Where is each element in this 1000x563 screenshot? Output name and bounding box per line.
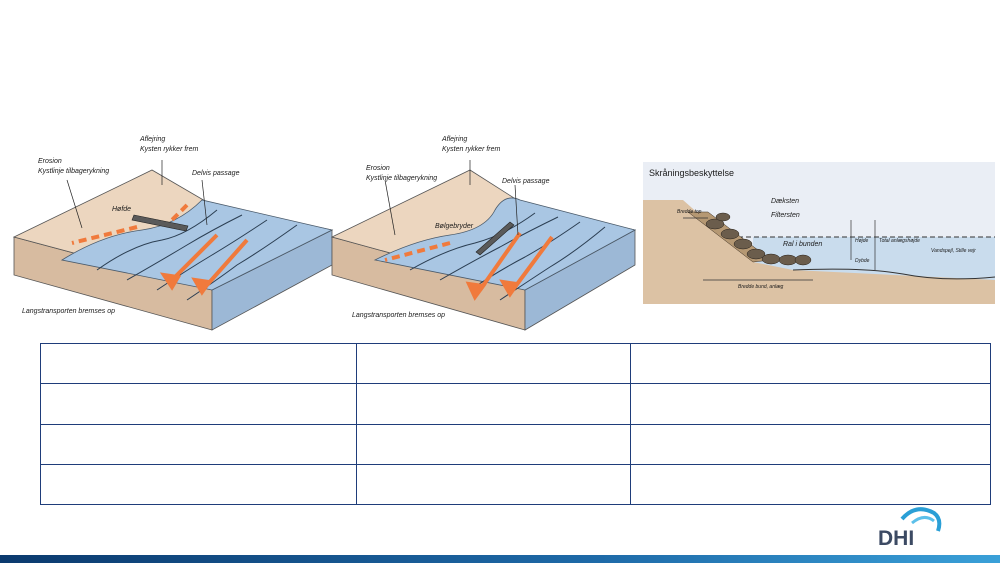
stone bbox=[761, 253, 781, 265]
wave-icon bbox=[900, 507, 942, 532]
table-row bbox=[40, 463, 991, 506]
arrow-dashed bbox=[170, 203, 189, 222]
arrow-head bbox=[499, 279, 521, 298]
wave-line bbox=[96, 209, 218, 271]
diagram-title: Skråningsbeskyttelse bbox=[649, 168, 734, 178]
arrow-solid bbox=[513, 235, 554, 289]
wave-line bbox=[126, 214, 243, 281]
footer-bar bbox=[0, 555, 1000, 563]
accretion-sub-label: Kysten rykker frem bbox=[442, 146, 501, 153]
erosion-label: Erosion bbox=[38, 158, 62, 165]
arrow-head bbox=[191, 277, 213, 296]
depth-label: Dybde bbox=[855, 258, 870, 264]
breakwater-diagram-svg: Aflejring Kysten rykker frem Erosion Kys… bbox=[330, 136, 637, 331]
table-cell[interactable] bbox=[356, 342, 631, 385]
transport-arrows bbox=[71, 203, 249, 296]
table-cell[interactable] bbox=[630, 383, 991, 425]
table-cell[interactable] bbox=[40, 383, 357, 425]
stone bbox=[715, 212, 731, 222]
wave-line bbox=[499, 226, 606, 301]
groyne-diagram: Aflejring Kysten rykker frem Erosion Kys… bbox=[12, 125, 337, 335]
accretion-label: Aflejring bbox=[441, 136, 467, 143]
arrow-dashed bbox=[384, 241, 451, 262]
table-cell[interactable] bbox=[40, 463, 357, 506]
wave-line bbox=[439, 216, 559, 281]
arrow-dashed bbox=[71, 225, 138, 245]
breakwater-structure bbox=[475, 221, 515, 256]
leader-line bbox=[384, 179, 396, 236]
groyne-diagram-svg: Aflejring Kysten rykker frem Erosion Kys… bbox=[12, 136, 334, 331]
partial-passage-label: Delvis passage bbox=[502, 178, 550, 185]
table-cell[interactable] bbox=[356, 463, 631, 506]
slope-protection-diagram: Skråningsbeskyttelse Dæksten Filtersten … bbox=[643, 162, 995, 304]
cover-stone-label: Dæksten bbox=[771, 198, 799, 205]
dhi-logo-svg: DHI bbox=[878, 507, 942, 550]
stone bbox=[733, 238, 753, 250]
arrow-solid bbox=[478, 231, 522, 292]
total-height-label: Total anlægshøjde bbox=[879, 238, 920, 244]
logo-text: DHI bbox=[878, 527, 914, 550]
stone bbox=[746, 248, 766, 260]
breakwater-diagram: Aflejring Kysten rykker frem Erosion Kys… bbox=[330, 125, 640, 335]
partial-passage-label: Delvis passage bbox=[192, 170, 240, 177]
leader-line bbox=[66, 179, 83, 229]
leader-line bbox=[514, 184, 519, 236]
empty-table bbox=[40, 342, 991, 506]
table-row bbox=[40, 342, 991, 385]
filter-stone-label: Filtersten bbox=[771, 212, 800, 219]
stone bbox=[778, 254, 798, 266]
arrow-solid bbox=[170, 233, 219, 282]
wave-icon bbox=[911, 516, 935, 525]
accretion-label: Aflejring bbox=[139, 136, 165, 143]
toe-label: Ral i bunden bbox=[783, 241, 822, 248]
bottom-label: Langstransporten bremses op bbox=[352, 312, 445, 319]
table-row bbox=[40, 383, 991, 425]
erosion-sub-label: Kystlinje tilbagerykning bbox=[38, 168, 109, 175]
transport-arrows bbox=[384, 231, 554, 301]
table-cell[interactable] bbox=[630, 342, 991, 385]
structure-label: Bølgebryder bbox=[435, 223, 474, 230]
arrow-solid bbox=[205, 238, 249, 287]
table-row bbox=[40, 423, 991, 465]
height-label: Højde bbox=[855, 238, 869, 244]
bottom-width-label: Bredde bund, anlæg bbox=[738, 284, 784, 290]
table-cell[interactable] bbox=[630, 463, 991, 506]
slope-protection-svg: Skråningsbeskyttelse Dæksten Filtersten … bbox=[643, 162, 995, 304]
table-cell[interactable] bbox=[40, 342, 357, 385]
erosion-sub-label: Kystlinje tilbagerykning bbox=[366, 175, 437, 182]
accretion-sub-label: Kysten rykker frem bbox=[140, 146, 199, 153]
stone bbox=[720, 228, 740, 240]
stone bbox=[705, 218, 725, 230]
table-cell[interactable] bbox=[356, 423, 631, 465]
arrow-head bbox=[159, 272, 182, 291]
water-level-label: Vandspejl, Stille vejr bbox=[931, 248, 976, 254]
groyne-structure bbox=[131, 214, 189, 232]
table-cell[interactable] bbox=[630, 423, 991, 465]
dhi-logo: DHI bbox=[872, 505, 944, 551]
cover-stones bbox=[705, 212, 812, 266]
arrow-head bbox=[465, 281, 487, 301]
stone bbox=[794, 254, 812, 266]
erosion-label: Erosion bbox=[366, 165, 390, 172]
leader-line bbox=[201, 179, 208, 226]
structure-label: Høfde bbox=[112, 206, 131, 213]
seabed-line bbox=[792, 268, 995, 280]
bottom-label: Langstransporten bremses op bbox=[22, 308, 115, 315]
table-cell[interactable] bbox=[356, 383, 631, 425]
table-cell[interactable] bbox=[40, 423, 357, 465]
water-surface bbox=[60, 199, 334, 291]
soil-bank bbox=[643, 200, 995, 304]
crest-width-label: Bredde top bbox=[677, 209, 702, 215]
